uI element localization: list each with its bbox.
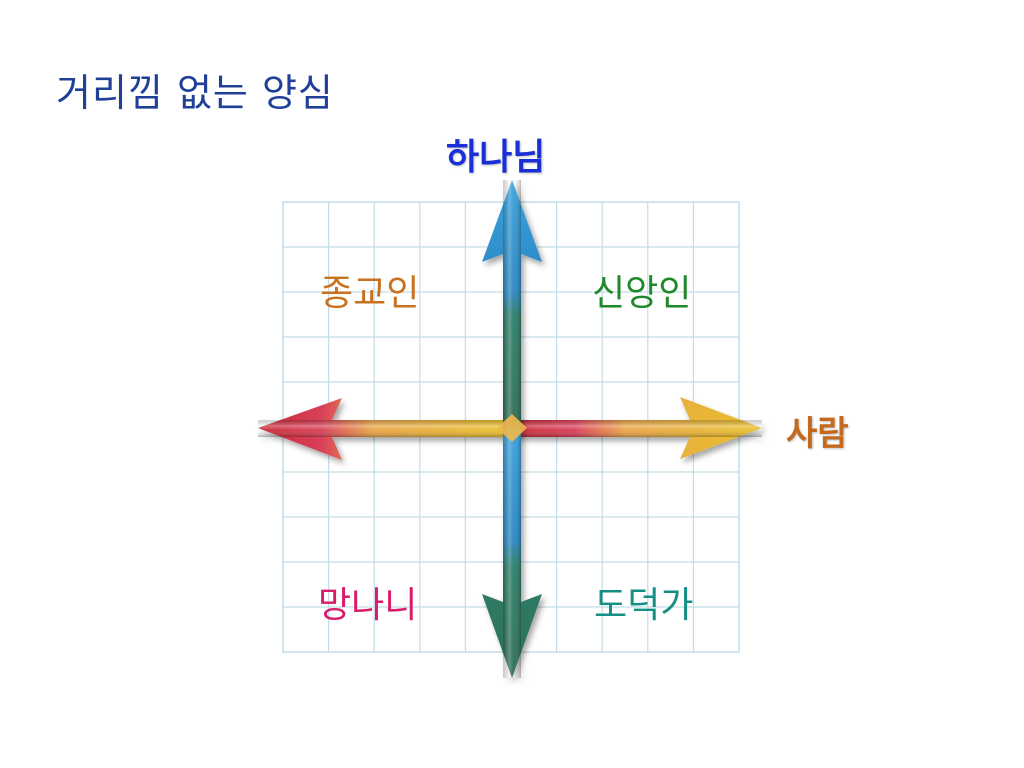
axis-label-top: 하나님	[446, 136, 546, 178]
quadrant-top-left-label: 종교인	[320, 273, 420, 314]
axis-label-right: 사람	[786, 414, 849, 454]
page-title: 거리낌 없는 양심	[56, 71, 334, 115]
quadrant-bottom-left-label: 망나니	[318, 585, 418, 626]
quadrant-bottom-right-label: 도덕가	[594, 585, 694, 626]
center-joint	[497, 414, 527, 442]
quadrant-top-right-label: 신앙인	[592, 273, 692, 314]
